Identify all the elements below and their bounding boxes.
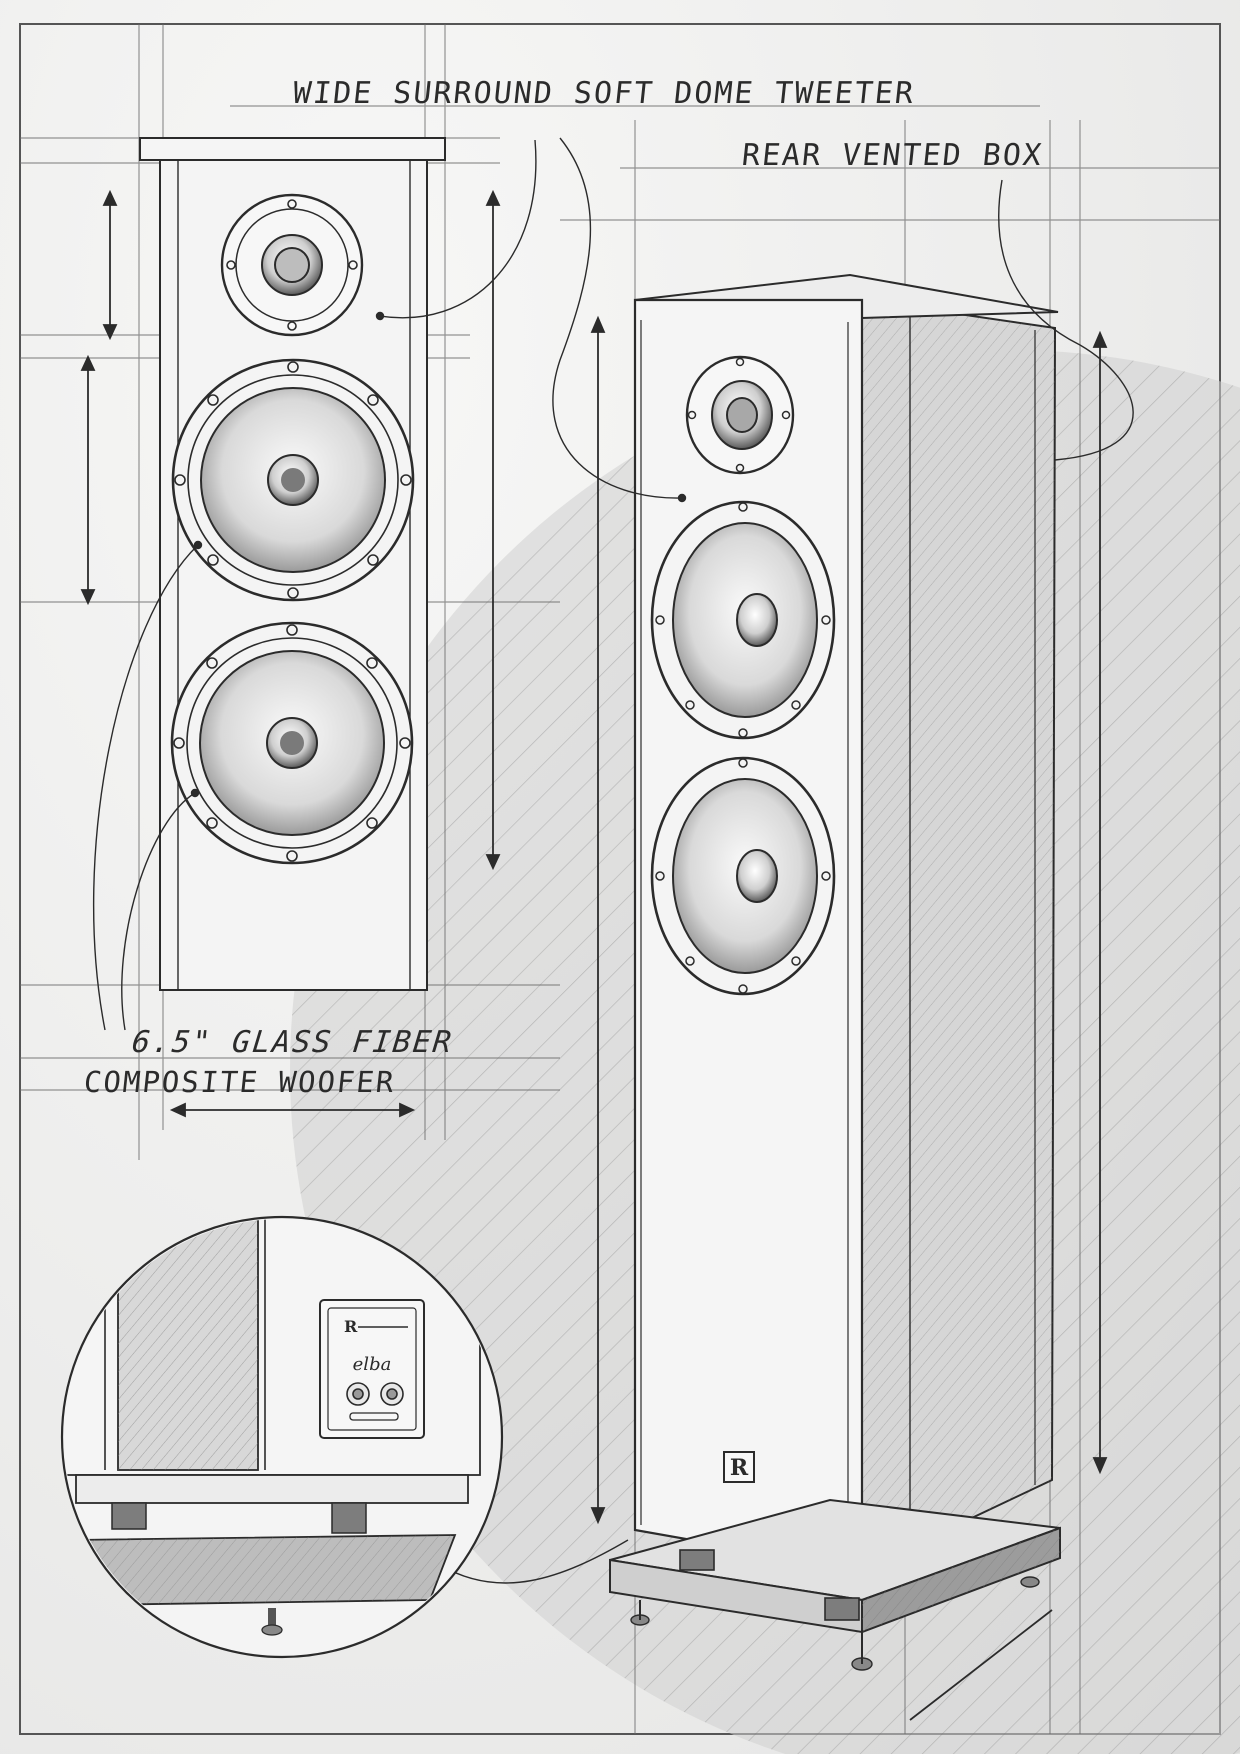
woofer-callout-label-line1: 6.5" GLASS FIBER <box>130 1025 455 1060</box>
tweeter-callout-label: WIDE SURROUND SOFT DOME TWEETER <box>291 76 917 111</box>
front-dimension-arrows <box>80 189 501 1118</box>
perspective-speaker: R <box>439 137 1134 1721</box>
binding-posts <box>346 1382 404 1406</box>
front-elevation-speaker <box>80 137 537 1118</box>
front-logo-badge: R <box>723 1451 755 1483</box>
perspective-leader-lines <box>439 137 1134 1584</box>
woofer-callout-label-line2: COMPOSITE WOOFER <box>82 1065 398 1099</box>
perspective-plinth <box>609 1498 1061 1671</box>
box-callout-label: REAR VENTED BOX <box>740 138 1045 173</box>
rear-panel-inset: R elba <box>60 1215 504 1659</box>
front-leader-lines <box>92 139 537 1031</box>
front-tweeter <box>220 193 364 337</box>
front-woofer-lower <box>170 621 414 865</box>
logo-mark: R <box>730 1455 749 1481</box>
front-woofer-upper <box>171 358 415 602</box>
perspective-woofer-lower <box>650 756 836 996</box>
plate-model-name: elba <box>353 1354 392 1375</box>
perspective-tweeter <box>685 355 795 475</box>
perspective-dimension-arrows <box>590 315 1108 1721</box>
perspective-woofer-upper <box>650 500 836 740</box>
plate-brand-mark: R <box>344 1317 358 1336</box>
